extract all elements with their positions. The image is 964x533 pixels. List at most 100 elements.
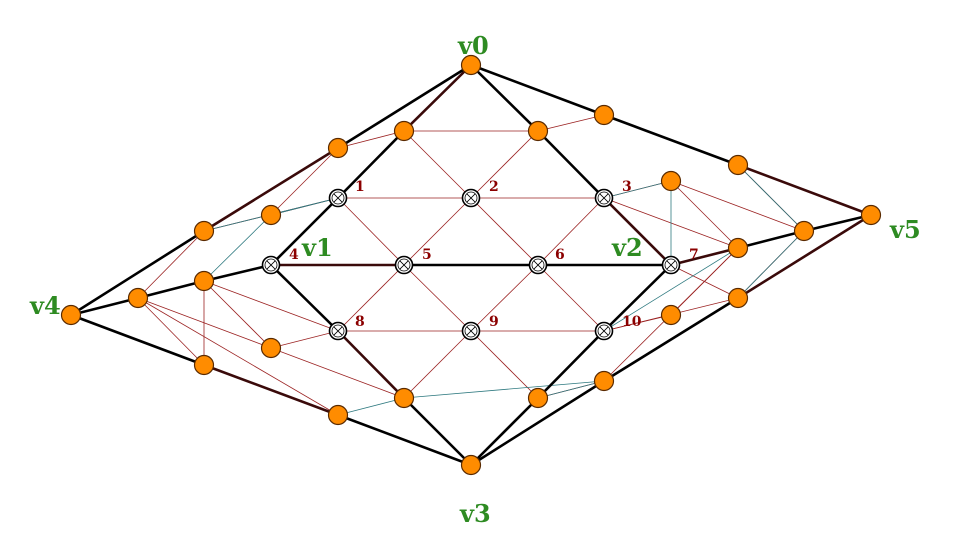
teal-edge-11	[603, 247, 739, 332]
thick-edge-19	[469, 63, 606, 117]
thick-edge-21	[736, 163, 873, 217]
orange-node-l7	[193, 354, 215, 376]
teal-edge-7	[737, 230, 805, 299]
number-label-5: 5	[422, 247, 432, 263]
thick-edge-31	[469, 379, 606, 467]
hollow-node-1	[328, 188, 348, 208]
thick-edge-16	[336, 63, 473, 150]
orange-node-r4	[793, 220, 815, 242]
orange-node-r5	[727, 237, 749, 259]
number-label-7: 7	[689, 247, 699, 263]
thin-edge-40	[670, 180, 739, 249]
hollow-node-8	[328, 321, 348, 341]
thick-edge-26	[736, 229, 806, 250]
thick-edge-10	[602, 263, 673, 333]
hollow-node-5	[394, 255, 414, 275]
thick-edge-24	[202, 263, 273, 283]
number-label-9: 9	[489, 314, 499, 330]
thick-edge-28	[69, 313, 206, 367]
orange-node-l6	[260, 337, 282, 359]
hollow-node-7	[661, 255, 681, 275]
orange-node-t2	[527, 120, 549, 142]
orange-node-r7	[660, 304, 682, 326]
vertex-label-v2: v2	[611, 233, 643, 262]
thick-edge-11	[536, 329, 606, 400]
thick-edge-18	[69, 229, 206, 317]
teal-edge-8	[337, 397, 405, 416]
thick-edge-25	[669, 246, 740, 267]
vertex-label-v4: v4	[29, 291, 61, 320]
number-label-4: 4	[289, 247, 299, 263]
thin-edge-28	[203, 280, 272, 349]
thin-edge-13	[403, 330, 472, 399]
thin-edge-34	[137, 297, 339, 416]
teal-edge-9	[403, 380, 605, 399]
orange-node-v0	[460, 54, 482, 76]
thin-edge-9	[403, 264, 472, 332]
thin-edge-41	[670, 180, 805, 232]
thick-edge-33	[736, 213, 873, 300]
thick-edge-3	[269, 196, 340, 267]
orange-node-l8	[327, 404, 349, 426]
thin-edge-27	[203, 280, 339, 332]
thick-edge-20	[602, 113, 740, 167]
teal-edge-6	[737, 164, 805, 232]
orange-node-r2	[727, 154, 749, 176]
vertex-label-v1: v1	[301, 233, 333, 262]
number-label-3: 3	[622, 179, 632, 195]
thin-edge-11	[537, 264, 605, 332]
thin-edge-21	[270, 147, 339, 216]
orange-node-v3	[460, 454, 482, 476]
number-label-2: 2	[489, 179, 499, 195]
thick-edge-7	[469, 63, 540, 133]
vertex-label-v0: v0	[457, 31, 489, 60]
thick-edge-9	[602, 196, 673, 267]
thick-edge-32	[602, 296, 740, 383]
thin-edge-20	[337, 130, 405, 149]
thin-edge-2	[403, 130, 472, 199]
nodes	[60, 54, 882, 476]
thin-edge-33	[270, 347, 405, 399]
thick-edge-12	[469, 396, 540, 467]
thick-edge-8	[536, 129, 606, 200]
number-label-1: 1	[355, 179, 365, 195]
thin-edge-10	[470, 264, 539, 332]
orange-node-v5	[860, 204, 882, 226]
number-label-8: 8	[355, 314, 365, 330]
thin-edge-24	[137, 230, 205, 299]
orange-node-r3	[660, 170, 682, 192]
thin-edge-35	[537, 114, 605, 132]
thin-edge-4	[337, 197, 405, 266]
thick-edge-6	[402, 396, 473, 467]
vertex-label-v3: v3	[459, 499, 491, 528]
thick-edge-17	[202, 146, 340, 233]
thick-edge-1	[402, 63, 473, 133]
hollow-node-3	[594, 188, 614, 208]
thin-edge-30	[137, 297, 205, 366]
number-label-6: 6	[555, 247, 565, 263]
thick-edges	[69, 63, 873, 467]
orange-node-l4	[193, 270, 215, 292]
thin-edge-7	[537, 197, 605, 266]
hollow-node-9	[461, 321, 481, 341]
thin-edge-29	[270, 330, 339, 349]
orange-node-r1	[593, 104, 615, 126]
orange-node-b1	[393, 387, 415, 409]
thin-edge-3	[470, 130, 539, 199]
hollow-node-4	[261, 255, 281, 275]
thick-edge-30	[336, 413, 473, 467]
thick-edge-4	[269, 263, 340, 333]
thick-edge-23	[136, 279, 206, 300]
thin-edge-32	[137, 297, 272, 349]
orange-node-v4	[60, 304, 82, 326]
thin-edge-5	[403, 197, 472, 266]
teal-edge-4	[603, 180, 672, 199]
thin-edge-14	[470, 330, 539, 399]
orange-node-l1	[327, 137, 349, 159]
labels: v0 v1 v2 v3 v4 v5 1 2 3 4 5 6 7 8 9 10	[29, 31, 921, 528]
orange-node-l3	[193, 220, 215, 242]
orange-node-l2	[260, 204, 282, 226]
teal-edge-10	[537, 380, 605, 399]
orange-node-t1	[393, 120, 415, 142]
